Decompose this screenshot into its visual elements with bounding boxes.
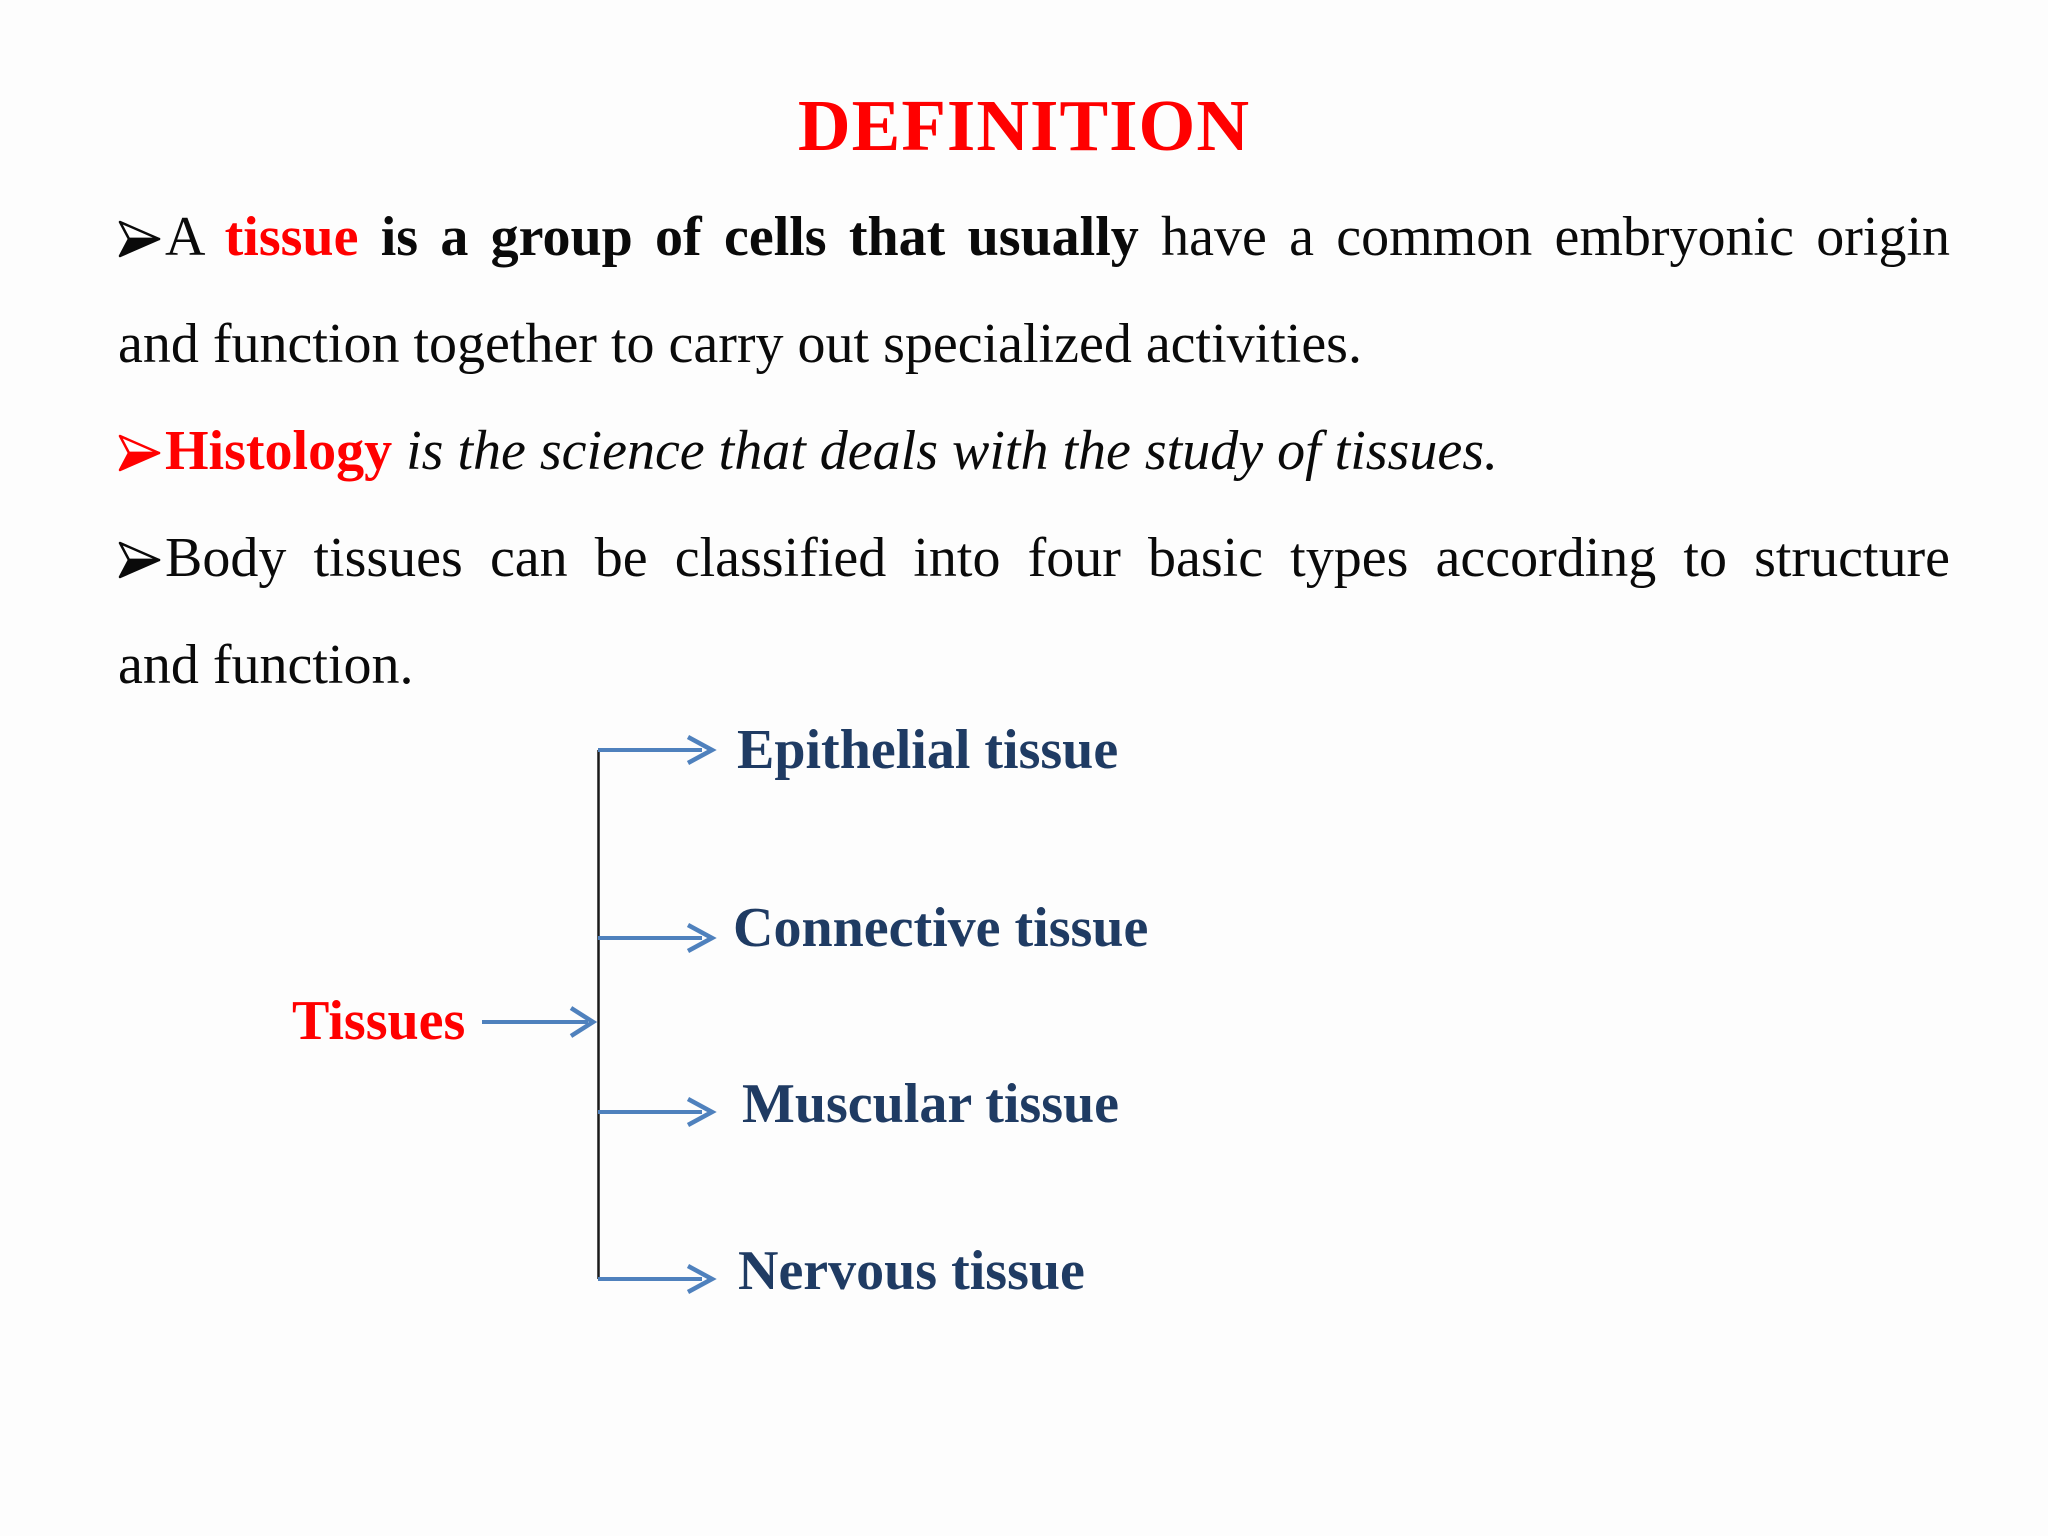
branch-arrow-nervous bbox=[598, 1264, 717, 1294]
bullet-arrow-icon bbox=[118, 541, 161, 579]
branch-label-nervous: Nervous tissue bbox=[738, 1240, 1085, 1302]
branch-label-muscular: Muscular tissue bbox=[742, 1073, 1119, 1135]
paragraph-2-line: Histology is the science that deals with… bbox=[118, 398, 1950, 505]
p3-text: Body tissues can be classified into four… bbox=[165, 527, 1950, 589]
body-text: A tissue is a group of cells that usuall… bbox=[118, 184, 1950, 719]
page-title: DEFINITION bbox=[797, 85, 1251, 166]
p1-bold-text: is a group of cells that usually bbox=[358, 206, 1139, 268]
branch-arrow-epithelial bbox=[598, 735, 717, 765]
diagram-root-label: Tissues bbox=[292, 990, 466, 1052]
branch-arrow-muscular bbox=[598, 1097, 717, 1127]
bullet-arrow-icon bbox=[118, 220, 161, 258]
branch-label-epithelial: Epithelial tissue bbox=[737, 719, 1119, 781]
bullet-arrow-icon-red bbox=[118, 434, 161, 472]
term-histology: Histology bbox=[165, 420, 393, 482]
paragraph-1-line-2: and function together to carry out speci… bbox=[118, 313, 1362, 375]
p1-pre-text: A bbox=[165, 206, 225, 268]
paragraph-3-line-1: Body tissues can be classified into four… bbox=[118, 505, 1950, 612]
root-arrow bbox=[482, 1006, 598, 1038]
p1-rest-text: have a common embryonic origin bbox=[1138, 206, 1950, 268]
branch-label-connective: Connective tissue bbox=[733, 897, 1149, 959]
branch-arrow-connective bbox=[598, 923, 717, 953]
paragraph-3-line-2: and function. bbox=[118, 634, 414, 696]
term-tissue: tissue bbox=[224, 206, 359, 268]
p2-italic-text: is the science that deals with the study… bbox=[392, 420, 1498, 482]
paragraph-1-line-1: A tissue is a group of cells that usuall… bbox=[118, 184, 1950, 291]
